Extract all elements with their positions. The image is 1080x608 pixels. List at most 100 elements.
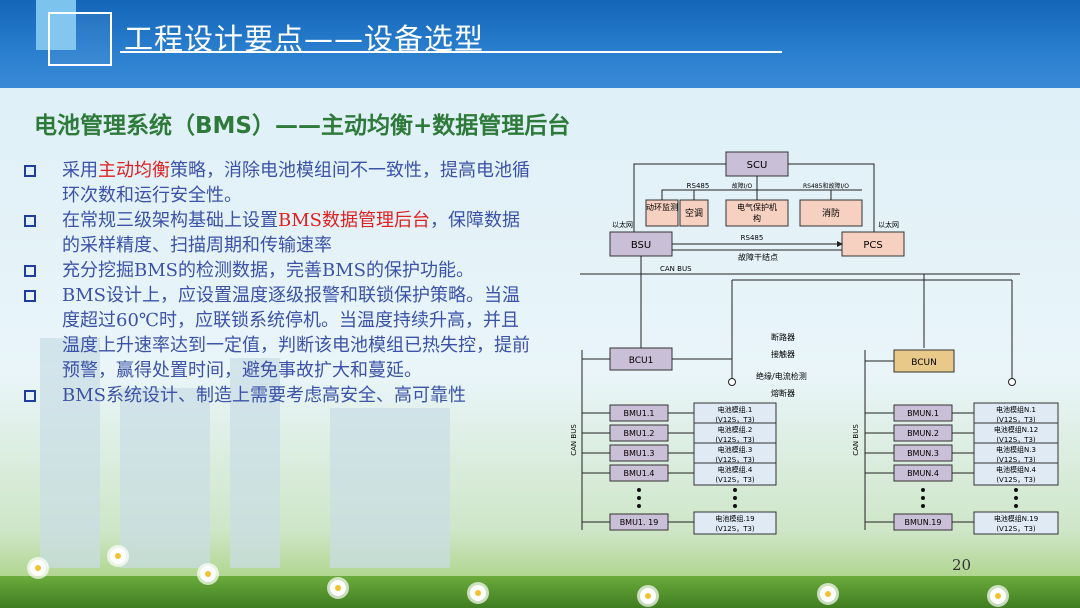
battery-module-box [693, 511, 777, 535]
battery-module-box [973, 511, 1059, 535]
background-building [120, 388, 210, 568]
scu-pcs-line [788, 163, 875, 232]
fuse-label: 熔断器 [771, 388, 795, 398]
rs485-mid-label: RS485 [741, 234, 764, 242]
module-label: 电池模组N.1 [996, 405, 1036, 414]
module-spec: (V12S，T3) [996, 416, 1036, 424]
square-bullet-icon [24, 265, 36, 277]
right-bmu-row: BMUN.3 电池模组N.3 (V12S，T3) [865, 442, 1059, 466]
bmu-label: BMUN.1 [907, 409, 939, 418]
bullet-item: 采用主动均衡策略，消除电池模组间不一致性，提高电池循环次数和运行安全性。 [24, 158, 534, 208]
daisy-flower [990, 588, 1006, 604]
left-bmu-row: BMU1.1 电池模组.1 (V12S，T3) [582, 402, 777, 426]
scu-bsu-line [633, 163, 726, 232]
bmu-label: BMUN.19 [905, 518, 942, 527]
dry-contact-label: 故障干结点 [738, 252, 778, 262]
grass-strip [0, 576, 1080, 608]
bullet-item: 充分挖掘BMS的检测数据，完善BMS的保护功能。 [24, 258, 534, 283]
background-building [230, 358, 280, 568]
ellipsis-dots [637, 488, 737, 508]
bmu-label: BMU1. 19 [620, 518, 659, 527]
daisy-flower [110, 548, 126, 564]
battery-module-box [693, 462, 777, 486]
bullet-item: BMS设计上，应设置温度逐级报警和联锁保护策略。当温度超过60℃时，应联锁系统停… [24, 283, 534, 383]
header-bar: 工程设计要点——设备选型 [0, 0, 1080, 88]
bsu-label: BSU [631, 240, 651, 251]
module-spec: (V12S，T3) [715, 476, 755, 484]
ethernet-left-label: 以太网 [612, 220, 633, 229]
logo-square-light [36, 0, 76, 50]
bullet-item: 在常规三级架构基础上设置BMS数据管理后台，保障数据的采样精度、扫描周期和传输速… [24, 208, 534, 258]
background-building [40, 338, 100, 568]
module-spec: (V12S，T3) [996, 476, 1036, 484]
bmu-label: BMUN.4 [907, 469, 939, 478]
daisy-flower [330, 580, 346, 596]
aircon-box [679, 199, 709, 227]
bmu-label: BMUN.2 [907, 429, 939, 438]
section-subtitle: 电池管理系统（BMS）——主动均衡+数据管理后台 [34, 113, 571, 139]
square-bullet-icon [24, 290, 36, 302]
pcs-box [841, 231, 905, 257]
can-bus-side-label: CAN BUS [570, 424, 578, 456]
elec-protect-label: 构 [753, 213, 761, 223]
bullet-text: BMS系统设计、制造上需要考虑高安全、高可靠性 [62, 385, 466, 406]
bullet-item: BMS系统设计、制造上需要考虑高安全、高可靠性 [24, 383, 534, 408]
rs485-top-label: RS485 [687, 182, 710, 190]
bmu-label: BMU1.2 [624, 429, 655, 438]
bullet-highlight: BMS数据管理后台 [278, 210, 430, 231]
module-spec: (V12S，T3) [996, 436, 1036, 444]
fuse-icon [1008, 378, 1016, 386]
logo-square-outline [48, 12, 112, 66]
bullet-text: 策略，消除电池模组间不一致性，提高电池循环次数和运行安全性。 [62, 160, 530, 206]
module-spec: (V12S，T3) [715, 525, 755, 533]
module-spec: (V12S，T3) [996, 456, 1036, 464]
fuse-icon [728, 378, 736, 386]
module-label: 电池模组.2 [718, 425, 753, 434]
fault-io-label: 故障I/O [732, 182, 753, 190]
bullet-text: 在常规三级架构基础上设置 [62, 210, 278, 231]
top-bus-line [661, 189, 862, 200]
bullet-text: 采用 [62, 160, 98, 181]
fire-box [799, 199, 863, 227]
left-bmu-row: BMU1. 19 电池模组.19 (V12S，T3) [582, 511, 777, 535]
rs485-io-label: RS485和故障I/O [803, 182, 849, 190]
module-label: 电池模组N.12 [994, 425, 1038, 434]
module-label: 电池模组.1 [718, 405, 753, 414]
bmu-label: BMU1.3 [624, 449, 655, 458]
env-monitor-label: 动环监测 [646, 202, 678, 212]
aircon-label: 空调 [685, 207, 703, 219]
title-underline [120, 51, 782, 53]
right-bmu-row: BMUN.2 电池模组N.12 (V12S，T3) [865, 422, 1059, 446]
daisy-flower [200, 566, 216, 582]
page-number: 20 [952, 556, 972, 574]
bullet-text: ，保障数据的采样精度、扫描周期和传输速率 [62, 210, 520, 256]
page-title: 工程设计要点——设备选型 [124, 22, 485, 56]
pcs-label: PCS [863, 240, 882, 251]
can-bus-side-label: CAN BUS [852, 424, 860, 456]
contactor-label: 接触器 [771, 349, 795, 359]
module-label: 电池模组.3 [718, 445, 753, 454]
bmu-label: BMU1.4 [624, 469, 655, 478]
bms-architecture-diagram: SCU 动环监测 空调 电气保护机 构 消防 RS485 故障I/O RS485… [570, 151, 1059, 535]
background-building [330, 408, 450, 568]
battery-module-box [973, 462, 1059, 486]
right-bmu-row: BMUN.4 电池模组N.4 (V12S，T3) [865, 462, 1059, 486]
module-spec: (V12S，T3) [715, 456, 755, 464]
bullet-text: BMS设计上，应设置温度逐级报警和联锁保护策略。当温度超过60℃时，应联锁系统停… [62, 285, 530, 381]
module-label: 电池模组.19 [715, 514, 754, 523]
bmu-label: BMU1.1 [624, 409, 655, 418]
elec-protect-label: 电气保护机 [737, 202, 777, 212]
module-label: 电池模组N.19 [994, 514, 1038, 523]
insulation-label: 绝缘/电流检测 [756, 371, 807, 381]
right-bmu-row: BMUN.1 电池模组N.1 (V12S，T3) [865, 402, 1059, 426]
fire-label: 消防 [822, 207, 840, 219]
daisy-flower [640, 588, 656, 604]
ellipsis-dots [921, 488, 1018, 508]
module-label: 电池模组.4 [718, 465, 753, 474]
scu-label: SCU [747, 160, 768, 171]
module-spec: (V12S，T3) [996, 525, 1036, 533]
left-bmu-row: BMU1.3 电池模组.3 (V12S，T3) [582, 442, 777, 466]
square-bullet-icon [24, 215, 36, 227]
bullet-text: 充分挖掘BMS的检测数据，完善BMS的保护功能。 [62, 260, 474, 281]
scu-box [725, 151, 789, 177]
